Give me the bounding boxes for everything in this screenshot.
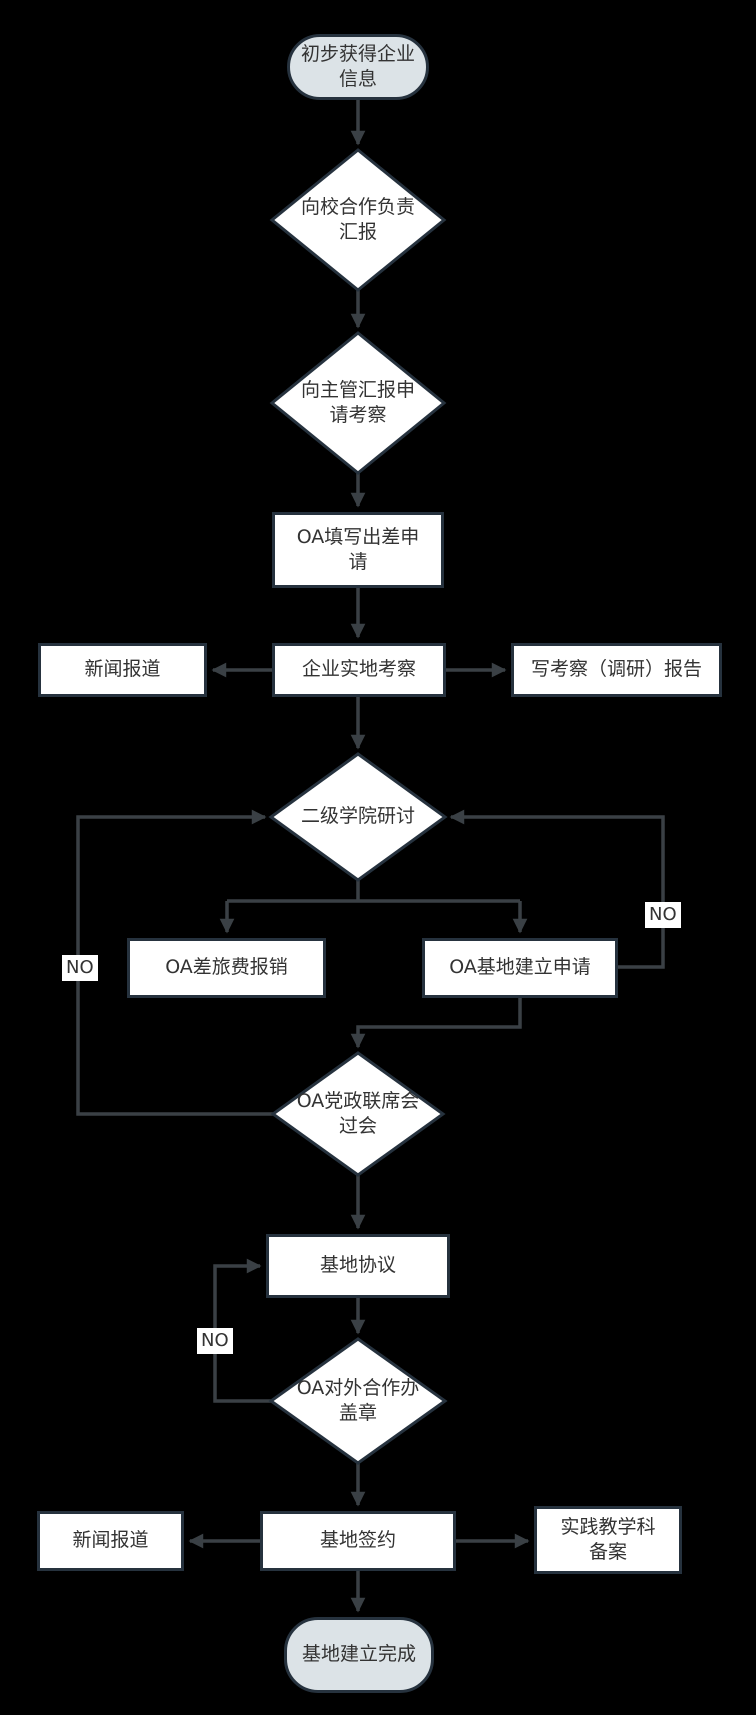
- node-label: 实践教学科: [560, 1515, 656, 1538]
- node-label: OA差旅费报销: [165, 956, 288, 979]
- node-label: 新闻报道: [84, 658, 161, 681]
- node-label: 写考察（调研）报告: [530, 658, 702, 681]
- node-label: 企业实地考察: [301, 658, 416, 681]
- edge-base-request-no-loop: [449, 809, 665, 969]
- node-news-report-2: 新闻报道: [37, 1511, 184, 1571]
- node-site-visit: 企业实地考察: [272, 643, 446, 697]
- node-label: 备案: [588, 1541, 627, 1563]
- decision-college-review-shape: [268, 752, 448, 882]
- node-oa-trip-request: OA填写出差申 请: [272, 512, 444, 588]
- node-oa-expense: OA差旅费报销: [127, 938, 326, 998]
- edge-label-no-mid: NO: [197, 1328, 233, 1354]
- node-label: OA填写出差申: [296, 525, 420, 548]
- node-oa-base-request: OA基地建立申请: [422, 938, 618, 998]
- edge-college-review-split: [227, 880, 520, 903]
- node-visit-report: 写考察（调研）报告: [511, 643, 722, 697]
- decision-coop-seal-shape: [268, 1337, 448, 1465]
- edge-label-no-left: NO: [62, 955, 98, 981]
- node-end: 基地建立完成: [284, 1617, 434, 1693]
- edge-label-no-right: NO: [645, 902, 681, 928]
- node-label: 信息: [338, 68, 377, 90]
- edge-base-request-to-joint-meeting: [350, 998, 522, 1049]
- node-label: 请: [348, 551, 368, 573]
- node-label: 初步获得企业: [300, 42, 415, 65]
- decision-joint-meeting-shape: [270, 1051, 446, 1177]
- node-label: 新闻报道: [72, 1529, 149, 1552]
- node-teaching-filing: 实践教学科 备案: [534, 1506, 682, 1574]
- node-label: 基地签约: [319, 1529, 396, 1552]
- node-label: OA基地建立申请: [449, 956, 591, 979]
- decision-report-supervisor-shape: [269, 331, 447, 475]
- node-news-report-1: 新闻报道: [38, 643, 207, 697]
- node-start: 初步获得企业 信息: [287, 34, 429, 100]
- node-base-agreement: 基地协议: [266, 1234, 450, 1298]
- decision-report-school-shape: [269, 148, 447, 292]
- node-label: 基地建立完成: [301, 1643, 416, 1666]
- node-base-signing: 基地签约: [260, 1511, 456, 1571]
- node-label: 基地协议: [319, 1254, 396, 1277]
